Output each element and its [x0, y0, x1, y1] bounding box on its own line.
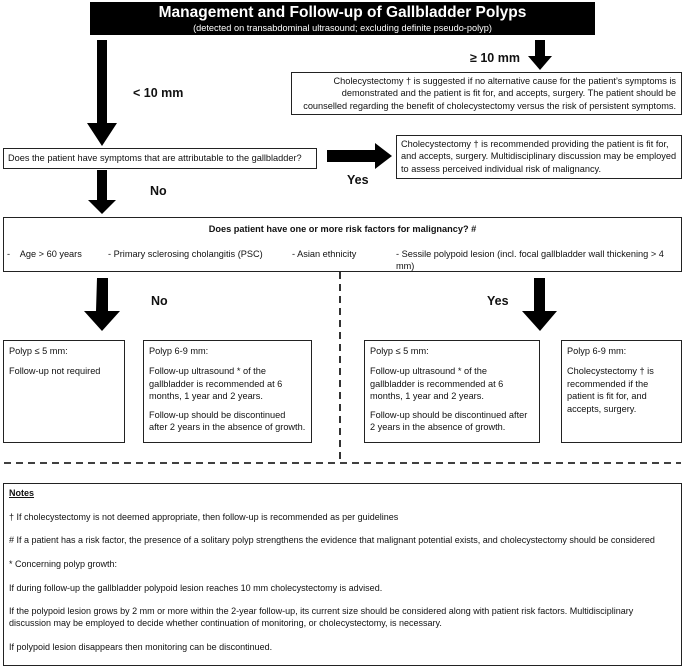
note-disappears: If polypoid lesion disappears then monit… [9, 641, 273, 652]
label-no-risk: No [151, 294, 168, 308]
arrow-ge10 [528, 40, 552, 70]
label-yes-risk: Yes [487, 294, 509, 308]
risk-factor-age: - Age > 60 years [7, 249, 82, 259]
no-small-heading: Polyp ≤ 5 mm: [9, 346, 68, 356]
box-ge10-recommendation: Cholecystectomy † is suggested if no alt… [291, 72, 682, 115]
box-risk-factors: Does patient have one or more risk facto… [3, 217, 682, 272]
arrow-yes-risk [522, 278, 557, 331]
box-no-risk-mid: Polyp 6-9 mm: Follow-up ultrasound * of … [143, 340, 312, 443]
label-yes-symptoms: Yes [347, 173, 369, 187]
note-dagger: † If cholecystectomy is not deemed appro… [9, 511, 399, 522]
note-hash: # If a patient has a risk factor, the pr… [9, 535, 655, 546]
box-yes-risk-mid: Polyp 6-9 mm: Cholecystectomy † is recom… [561, 340, 682, 443]
no-mid-p1: Follow-up ultrasound * of the gallbladde… [149, 366, 283, 402]
risk-factor-sessile: - Sessile polypoid lesion (incl. focal g… [396, 249, 664, 272]
box-symptomatic-recommendation: Cholecystectomy † is recommended providi… [396, 135, 682, 179]
no-mid-heading: Polyp 6-9 mm: [149, 346, 209, 356]
yes-small-heading: Polyp ≤ 5 mm: [370, 346, 429, 356]
page-subtitle: (detected on transabdominal ultrasound; … [193, 23, 492, 33]
note-asterisk: * Concerning polyp growth: [9, 559, 118, 570]
yes-small-p2: Follow-up should be discontinued after 2… [370, 409, 528, 433]
label-ge10: ≥ 10 mm [470, 51, 520, 65]
risk-question: Does patient have one or more risk facto… [208, 224, 477, 234]
risk-factor-asian: - Asian ethnicity [292, 249, 357, 259]
label-no-symptoms: No [150, 184, 167, 198]
notes-box: Notes † If cholecystectomy is not deemed… [3, 483, 682, 666]
no-mid-p2: Follow-up should be discontinued after 2… [149, 409, 306, 433]
note-grows-2mm: If the polypoid lesion grows by 2 mm or … [9, 606, 634, 629]
notes-heading: Notes [9, 488, 35, 498]
question-symptoms: Does the patient have symptoms that are … [3, 148, 317, 169]
box-no-risk-small: Polyp ≤ 5 mm: Follow-up not required [3, 340, 125, 443]
page-title: Management and Follow-up of Gallbladder … [158, 4, 527, 21]
yes-small-p1: Follow-up ultrasound * of the gallbladde… [370, 366, 504, 402]
label-lt10: < 10 mm [133, 86, 184, 100]
arrow-no-symptoms [88, 170, 116, 214]
box-yes-risk-small: Polyp ≤ 5 mm: Follow-up ultrasound * of … [364, 340, 540, 443]
no-small-body: Follow-up not required [9, 366, 101, 377]
yes-mid-body: Cholecystectomy † is recommended if the … [567, 366, 654, 414]
arrow-yes-symptoms [327, 143, 392, 169]
title-banner: Management and Follow-up of Gallbladder … [90, 2, 595, 35]
risk-factor-psc: - Primary sclerosing cholangitis (PSC) [108, 249, 263, 259]
yes-mid-heading: Polyp 6-9 mm: [567, 346, 627, 356]
arrow-lt10 [87, 40, 117, 146]
arrow-no-risk [84, 278, 120, 331]
note-reaches-10mm: If during follow-up the gallbladder poly… [9, 582, 383, 593]
